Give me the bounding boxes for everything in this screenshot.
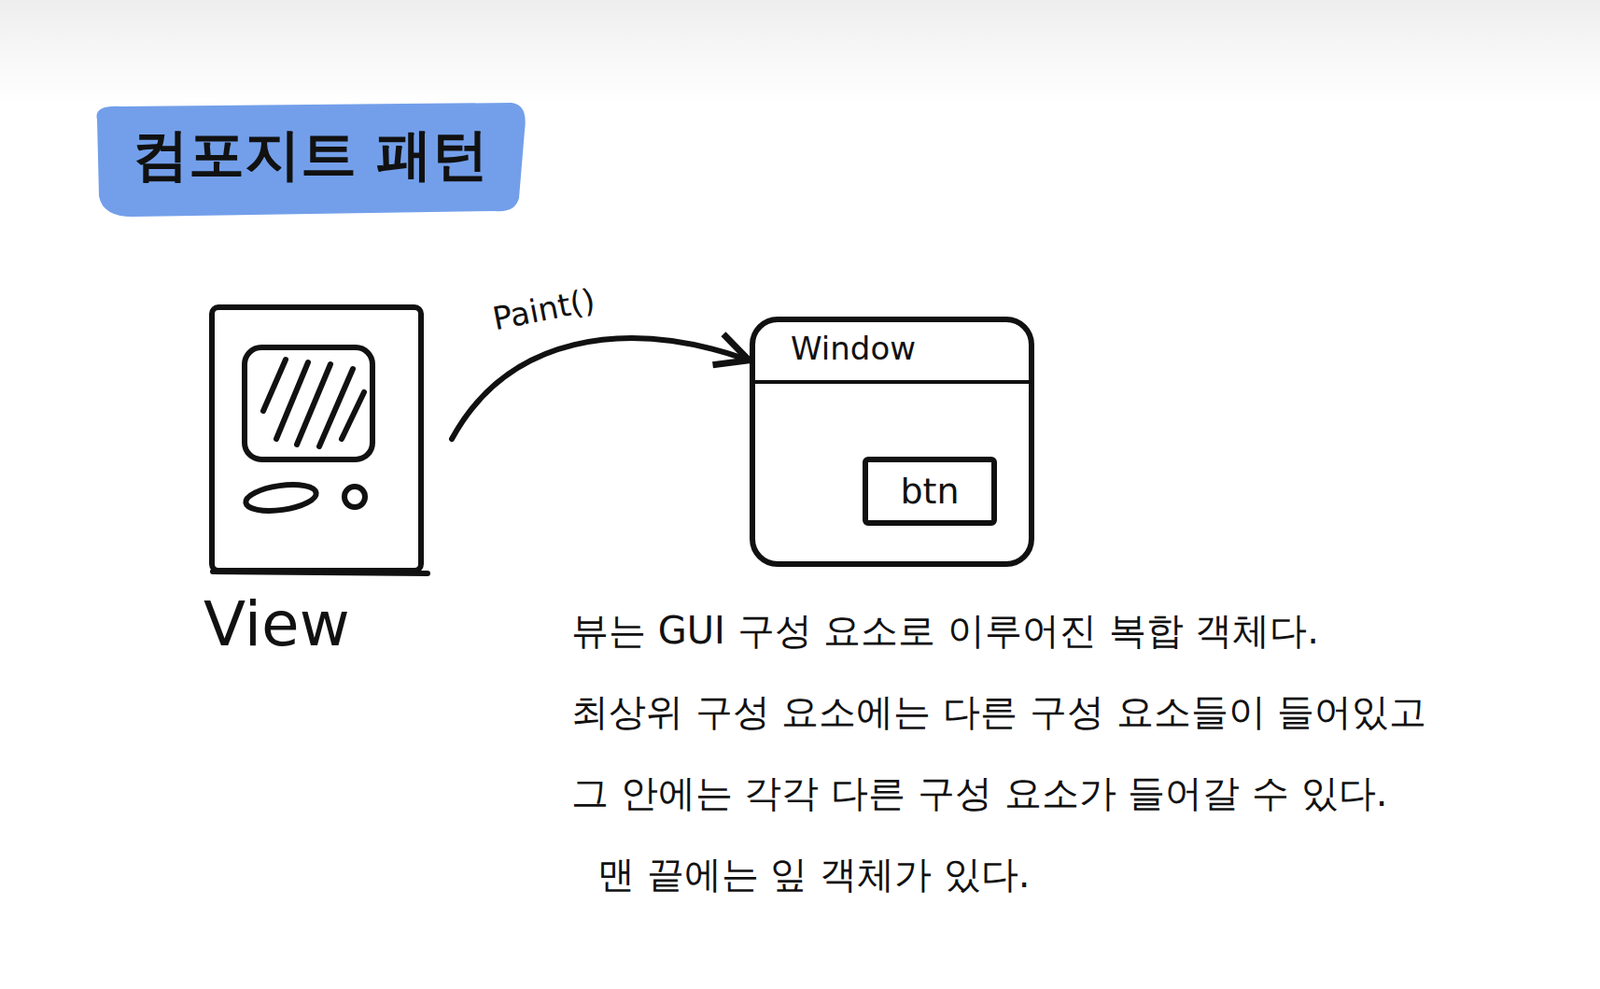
screen-frame bbox=[244, 347, 373, 460]
button-box: btn bbox=[862, 456, 997, 526]
title-highlight bbox=[97, 102, 526, 217]
window-box: btn Window bbox=[749, 316, 1035, 567]
window-title: Window bbox=[790, 329, 916, 367]
view-caption: View bbox=[203, 588, 351, 660]
title-bar-line bbox=[752, 379, 1032, 384]
page-title: 컴포지트 패턴 bbox=[132, 117, 489, 194]
view-computer: View bbox=[209, 304, 424, 574]
note-text: 맨 끝에는 잎 객체가 있다. bbox=[597, 848, 1031, 900]
edge-label: Paint() bbox=[485, 280, 602, 338]
note-text: 뷰는 GUI 구성 요소로 이루어진 복합 객체다. bbox=[571, 604, 1320, 657]
note-text: 최상위 구성 요소에는 다른 구성 요소들이 들어있고 bbox=[571, 686, 1427, 738]
screen-hatch bbox=[263, 359, 365, 447]
connector-arrow bbox=[451, 337, 746, 439]
power-button bbox=[344, 486, 365, 507]
drive-slot bbox=[244, 480, 319, 515]
button-label: btn bbox=[868, 470, 992, 512]
note-text: 그 안에는 각각 다른 구성 요소가 들어갈 수 있다. bbox=[571, 767, 1388, 819]
